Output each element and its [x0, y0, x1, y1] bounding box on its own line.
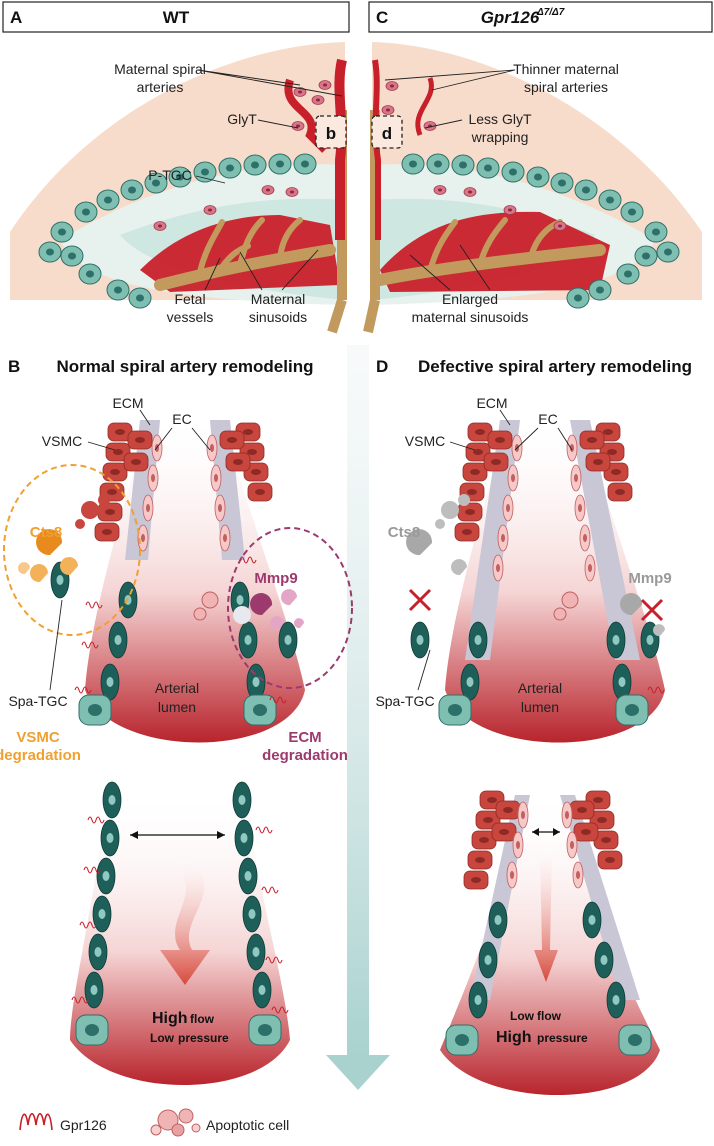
svg-text:sinusoids: sinusoids	[249, 309, 307, 325]
panel-d-label-text: ECM EC VSMC Cts8 Mmp9 Spa-TGC Arterial l…	[375, 395, 671, 715]
panel-a-title: WT	[163, 8, 190, 27]
svg-text:pressure: pressure	[537, 1031, 588, 1045]
inset-d-box	[371, 115, 403, 149]
svg-text:Arterial: Arterial	[518, 680, 562, 696]
svg-text:Thinner maternal: Thinner maternal	[513, 61, 619, 77]
svg-text:Less GlyT: Less GlyT	[468, 111, 531, 127]
svg-text:VSMC: VSMC	[405, 433, 445, 449]
svg-text:EC: EC	[172, 411, 191, 427]
legend-apoptotic-label: Apoptotic cell	[206, 1117, 289, 1133]
svg-text:spiral arteries: spiral arteries	[524, 79, 608, 95]
svg-text:lumen: lumen	[521, 699, 559, 715]
panel-a-letter: A	[10, 8, 22, 27]
inset-b-box	[315, 115, 347, 149]
svg-text:Low: Low	[510, 1009, 535, 1023]
inset-b-label: b	[326, 124, 336, 143]
panel-d-flow-label: Low flow High pressure	[496, 1009, 588, 1046]
svg-text:Mmp9: Mmp9	[628, 570, 671, 587]
cts8-enzyme-group	[3, 464, 141, 636]
svg-text:Low: Low	[150, 1031, 175, 1045]
panel-c-title: Gpr126	[481, 8, 540, 27]
svg-text:Fetal: Fetal	[174, 291, 205, 307]
inset-d-label: d	[382, 124, 392, 143]
svg-text:flow: flow	[537, 1009, 562, 1023]
legend-gpr126-label: Gpr126	[60, 1117, 107, 1133]
panel-a-header-box	[2, 1, 350, 33]
svg-text:EC: EC	[538, 411, 557, 427]
svg-text:Mmp9: Mmp9	[254, 570, 297, 587]
panel-c-letter: C	[376, 8, 388, 27]
artery-unremodeled-bottom	[440, 790, 660, 1095]
svg-text:Cts8: Cts8	[388, 524, 421, 541]
legend-apoptotic-cell-icon	[150, 1108, 201, 1137]
svg-text:lumen: lumen	[158, 699, 196, 715]
svg-text:ECM: ECM	[288, 729, 321, 746]
svg-text:degradation: degradation	[0, 747, 81, 764]
svg-text:ECM: ECM	[112, 395, 143, 411]
artery-normal-top	[50, 410, 305, 743]
svg-text:degradation: degradation	[262, 747, 348, 764]
svg-text:wrapping: wrapping	[471, 129, 529, 145]
svg-text:High: High	[152, 1010, 188, 1027]
panel-a-label-text: Maternal spiral arteries GlyT P-TGC Feta…	[114, 61, 307, 325]
panel-b-label-text: ECM EC VSMC Cts8 Mmp9 Spa-TGC Arterial l…	[0, 395, 348, 764]
panel-c-label-text: Thinner maternal spiral arteries Less Gl…	[412, 61, 619, 325]
svg-text:pressure: pressure	[178, 1031, 229, 1045]
panel-b-leader-lines	[49, 409, 211, 691]
svg-text:Arterial: Arterial	[155, 680, 199, 696]
central-progression-arrow	[326, 345, 390, 1090]
svg-text:Maternal: Maternal	[251, 291, 305, 307]
svg-text:Spa-TGC: Spa-TGC	[375, 693, 434, 709]
legend: Gpr126 Apoptotic cell	[19, 1108, 289, 1137]
svg-text:maternal sinusoids: maternal sinusoids	[412, 309, 529, 325]
svg-text:arteries: arteries	[137, 79, 184, 95]
svg-text:VSMC: VSMC	[42, 433, 82, 449]
svg-text:ECM: ECM	[476, 395, 507, 411]
svg-text:vessels: vessels	[167, 309, 214, 325]
artery-remodeled	[70, 781, 290, 1085]
svg-text:VSMC: VSMC	[16, 729, 60, 746]
placenta-wt-illustration	[10, 42, 347, 334]
panel-a-leader-lines	[195, 69, 343, 291]
svg-text:P-TGC: P-TGC	[148, 167, 192, 183]
legend-gpr126-icon	[19, 1112, 53, 1131]
panel-d-title: Defective spiral artery remodeling	[418, 357, 692, 376]
panel-b-letter: B	[8, 357, 20, 376]
panel-b-flow-label: High flow Low pressure	[150, 1010, 229, 1045]
panel-b-title: Normal spiral artery remodeling	[57, 357, 314, 376]
svg-text:Cts8: Cts8	[30, 524, 63, 541]
panel-c-title-superscript: Δ7/Δ7	[536, 7, 565, 18]
svg-text:Spa-TGC: Spa-TGC	[8, 693, 67, 709]
svg-text:Enlarged: Enlarged	[442, 291, 498, 307]
cts8-inactive-group	[406, 529, 467, 612]
placenta-mutant-illustration	[363, 42, 702, 334]
mmp9-inactive-group	[620, 593, 665, 637]
svg-text:flow: flow	[190, 1012, 215, 1026]
svg-text:High: High	[496, 1029, 532, 1046]
svg-text:Maternal spiral: Maternal spiral	[114, 61, 206, 77]
panel-c-header-box	[368, 1, 713, 33]
panel-d-leader-lines	[417, 409, 573, 691]
svg-text:GlyT: GlyT	[227, 111, 257, 127]
mmp9-enzyme-group	[227, 527, 353, 689]
panel-c-leader-lines	[384, 69, 516, 291]
panel-d-letter: D	[376, 357, 388, 376]
